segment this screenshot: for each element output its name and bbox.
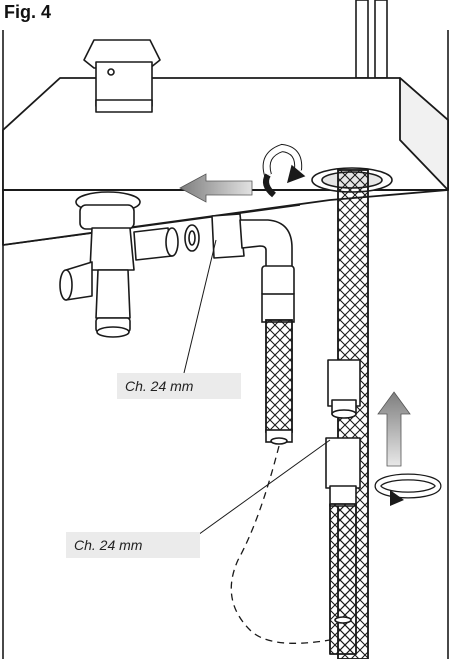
hose-routing-dashed-line	[230, 445, 331, 644]
figure-title: Fig. 4	[4, 2, 52, 22]
mixer-valve	[59, 191, 179, 338]
front-connection-hose	[325, 359, 361, 655]
upright-posts	[355, 0, 388, 79]
left-braided-hose	[261, 293, 295, 445]
wrench-size-callout-elbow: Ch. 24 mm	[117, 373, 241, 399]
callout-leaders	[183, 239, 331, 546]
shelf-underside	[2, 204, 301, 246]
push-left-arrow-icon	[179, 173, 253, 203]
rotate-arrow-bottom-icon	[374, 473, 442, 506]
top-square-fitting	[83, 39, 161, 113]
wrench-size-callout-hose: Ch. 24 mm	[66, 532, 200, 558]
rotate-arrow-top-icon	[262, 143, 306, 198]
seal-washer	[184, 224, 200, 252]
push-up-arrow-icon	[377, 391, 411, 467]
elbow-fitting	[211, 213, 295, 297]
